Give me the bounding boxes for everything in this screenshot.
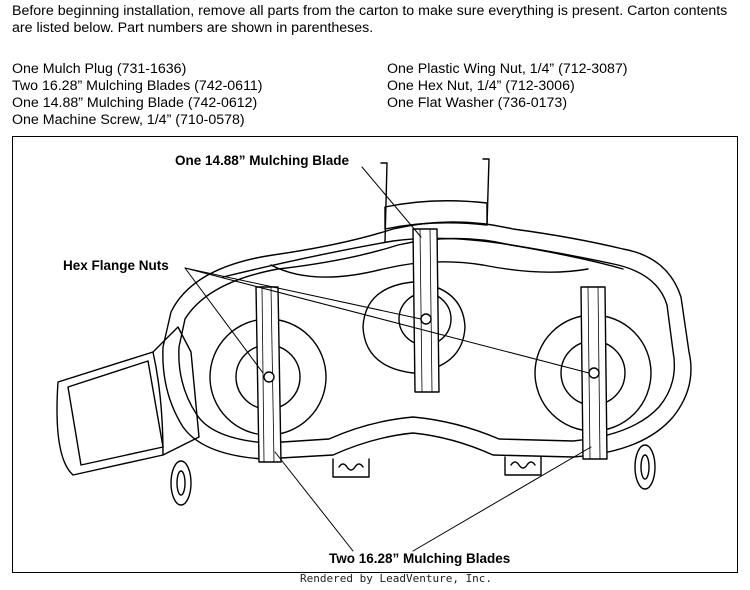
- footer-credit: Rendered by LeadVenture, Inc.: [300, 572, 493, 585]
- part-item: One Hex Nut, 1/4” (712-3006): [387, 78, 575, 94]
- part-item: One Flat Washer (736-0173): [387, 95, 568, 111]
- part-item: One Mulch Plug (731-1636): [12, 61, 187, 77]
- parts-list-left: One Mulch Plug (731-1636) Two 16.28” Mul…: [12, 61, 263, 129]
- part-item: One Machine Screw, 1/4” (710-0578): [12, 112, 245, 128]
- side-blades-callout: Two 16.28” Mulching Blades: [329, 551, 511, 566]
- part-item: One Plastic Wing Nut, 1/4” (712-3087): [387, 61, 628, 77]
- hex-nuts-callout: Hex Flange Nuts: [63, 258, 169, 273]
- mower-deck-diagram: One 14.88” Mulching Blade Hex Flange Nut…: [12, 136, 738, 573]
- part-item: Two 16.28” Mulching Blades (742-0611): [12, 78, 263, 94]
- parts-list-right: One Plastic Wing Nut, 1/4” (712-3087) On…: [387, 61, 628, 112]
- center-blade-callout: One 14.88” Mulching Blade: [175, 153, 350, 168]
- intro-text: Before beginning installation, remove al…: [12, 3, 728, 36]
- part-item: One 14.88” Mulching Blade (742-0612): [12, 95, 258, 111]
- mower-deck-illustration: [56, 158, 692, 552]
